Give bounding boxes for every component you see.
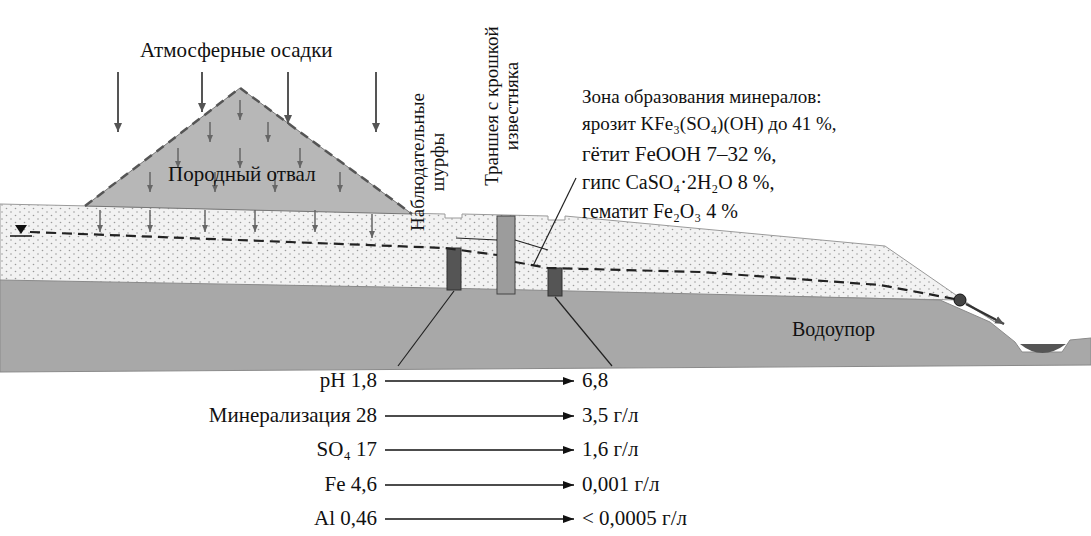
leader-line bbox=[456, 238, 497, 240]
mineral-line: гипс CaSO₄·2H₂O 8 %, bbox=[582, 171, 774, 194]
infiltration-arrow bbox=[239, 100, 241, 120]
after-value: 1,6 г/л bbox=[582, 437, 638, 461]
observation-pit bbox=[548, 268, 562, 296]
dump-label: Породный отвал bbox=[168, 162, 316, 186]
change-arrow bbox=[385, 518, 574, 520]
before-value: pH 1,8 bbox=[320, 368, 377, 392]
rain-arrows bbox=[118, 72, 376, 132]
before-value: Fe 4,6 bbox=[325, 472, 378, 496]
pits-label: Наблюдательные шурфы bbox=[408, 87, 448, 237]
aquitard bbox=[0, 280, 1091, 372]
mineral-line: гематит Fe₂O₃ 4 % bbox=[582, 200, 738, 223]
trench-label: Траншея с крошкой известняка bbox=[482, 20, 522, 192]
water-table-symbol-line bbox=[10, 235, 32, 237]
change-arrow bbox=[385, 415, 574, 417]
rain-arrow bbox=[201, 72, 203, 112]
change-arrow bbox=[385, 484, 574, 486]
outflow-arrow bbox=[966, 304, 1004, 324]
rain-arrow bbox=[287, 72, 289, 124]
change-arrows bbox=[385, 381, 574, 519]
infiltration-arrows bbox=[100, 100, 372, 238]
rain-arrow bbox=[117, 72, 119, 132]
leader-line bbox=[555, 297, 612, 366]
change-arrow bbox=[385, 449, 574, 451]
after-value: 6,8 bbox=[582, 368, 608, 392]
spring-outlet bbox=[954, 294, 966, 306]
aquitard-label: Водоупор bbox=[792, 318, 875, 341]
infiltration-arrow bbox=[371, 214, 373, 238]
before-value: Al 0,46 bbox=[314, 506, 377, 530]
dump-dashed-outline bbox=[85, 88, 412, 214]
limestone-trench bbox=[497, 216, 515, 294]
leader-line bbox=[398, 291, 454, 366]
leader-lines bbox=[398, 178, 612, 366]
infiltration-arrow bbox=[149, 210, 151, 232]
mineral-line: ярозит KFe₃(SO₄)(OH) до 41 %, bbox=[582, 113, 836, 135]
leader-line bbox=[515, 240, 548, 250]
change-arrow bbox=[385, 380, 574, 382]
leader-line bbox=[533, 178, 576, 266]
infiltration-arrow bbox=[267, 122, 269, 142]
rain-arrow bbox=[375, 72, 377, 132]
precipitation-label: Атмосферные осадки bbox=[140, 38, 333, 62]
infiltration-arrow bbox=[99, 210, 101, 232]
water-table bbox=[30, 232, 960, 300]
mineral-zone-title: Зона образования минералов: bbox=[582, 86, 821, 108]
water-table-symbol bbox=[15, 225, 27, 234]
after-value: < 0,0005 г/л bbox=[582, 506, 687, 530]
after-value: 0,001 г/л bbox=[582, 472, 659, 496]
infiltration-arrow bbox=[254, 210, 256, 232]
infiltration-arrow bbox=[339, 172, 341, 192]
before-value: Минерализация 28 bbox=[209, 403, 377, 427]
waste-dump bbox=[85, 88, 412, 214]
infiltration-arrow bbox=[209, 122, 211, 142]
mineral-line: гётит FeOOH 7–32 %, bbox=[582, 142, 777, 166]
observation-pit bbox=[447, 248, 461, 290]
before-value: SO₄ 17 bbox=[317, 437, 377, 461]
after-value: 3,5 г/л bbox=[582, 403, 638, 427]
infiltration-arrow bbox=[314, 210, 316, 232]
infiltration-arrow bbox=[204, 210, 206, 232]
infiltration-arrow bbox=[149, 172, 151, 192]
ditch-water bbox=[1020, 344, 1066, 353]
